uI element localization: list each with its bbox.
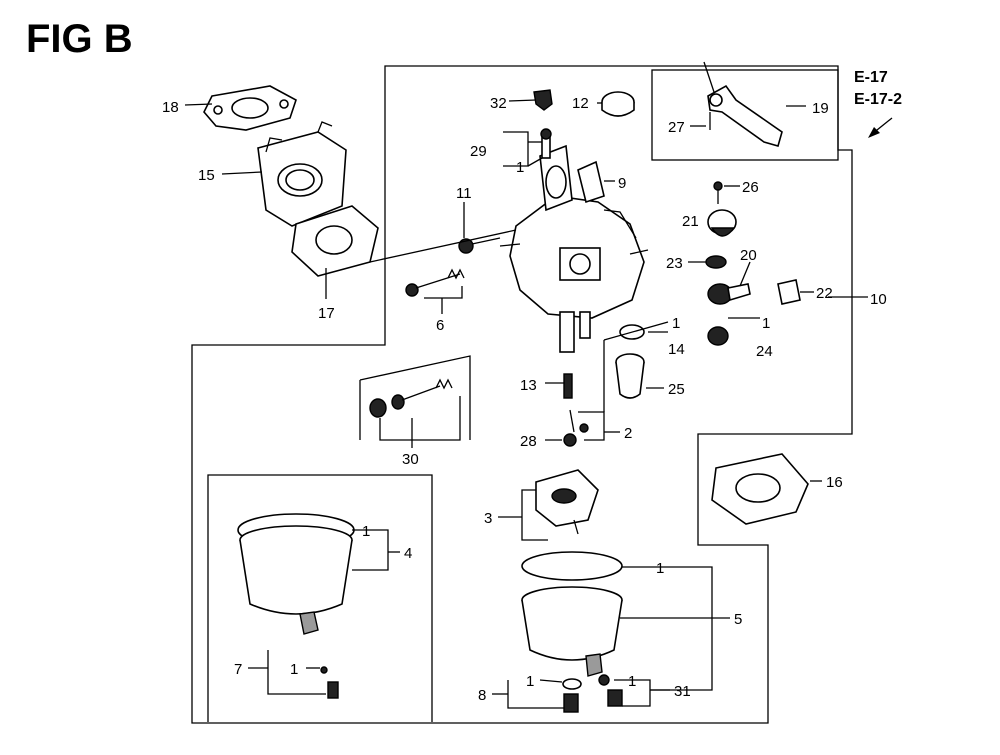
callout-13: 13 — [520, 377, 537, 394]
callout-4: 4 — [404, 545, 412, 562]
screw-kit-box — [359, 355, 471, 440]
float-part-3 — [535, 469, 599, 535]
screw-kit-part-30 — [369, 378, 453, 418]
callout-28: 28 — [520, 433, 537, 450]
callout-1-a: 1 — [516, 159, 524, 176]
valve-part-21 — [707, 209, 737, 237]
screw-part-32 — [533, 89, 553, 111]
jet-part-28 — [563, 409, 589, 447]
screw-part-11 — [458, 237, 501, 254]
screw-part-26 — [713, 181, 723, 204]
washer-part-23 — [705, 255, 727, 269]
leader-lines — [184, 99, 868, 709]
callout-3: 3 — [484, 510, 492, 527]
callout-1-g: 1 — [526, 673, 534, 690]
carburetor-body — [499, 144, 649, 353]
bowl-subassembly-box — [207, 474, 433, 722]
reference-arrow — [868, 117, 893, 138]
callout-19: 19 — [812, 100, 829, 117]
callout-23: 23 — [666, 255, 683, 272]
callout-14: 14 — [668, 341, 685, 358]
callout-10: 10 — [870, 291, 887, 308]
callout-29: 29 — [470, 143, 487, 160]
callout-18: 18 — [162, 99, 179, 116]
callout-20: 20 — [740, 247, 757, 264]
choke-lever-part-19 — [703, 61, 783, 147]
callout-7: 7 — [234, 661, 242, 678]
callout-31: 31 — [674, 683, 691, 700]
callout-15: 15 — [198, 167, 215, 184]
jet-part-13 — [563, 373, 573, 399]
callout-24: 24 — [756, 343, 773, 360]
callout-16: 16 — [826, 474, 843, 491]
callout-17: 17 — [318, 305, 335, 322]
callout-30: 30 — [402, 451, 419, 468]
bolt-part-31 — [598, 674, 623, 707]
plug-part-22 — [777, 279, 801, 305]
callout-2: 2 — [624, 425, 632, 442]
part-9 — [577, 160, 605, 204]
callout-1-f: 1 — [290, 661, 298, 678]
spring-part-24 — [707, 326, 729, 346]
mounting-leader-line — [369, 229, 517, 263]
insulator-part-15 — [257, 121, 347, 227]
callout-1-b: 1 — [672, 315, 680, 332]
callout-1-d: 1 — [362, 523, 370, 540]
callout-8: 8 — [478, 687, 486, 704]
cap-part-12 — [601, 91, 635, 117]
choke-lever-box — [651, 69, 839, 161]
holder-part-20 — [707, 283, 751, 305]
callout-26: 26 — [742, 179, 759, 196]
screw-part-29 — [540, 128, 552, 159]
bolt-part-8 — [562, 678, 582, 713]
callout-27: 27 — [668, 119, 685, 136]
callout-1-h: 1 — [628, 673, 636, 690]
callout-6: 6 — [436, 317, 444, 334]
float-bowl-part-5 — [521, 551, 623, 677]
callout-11: 11 — [456, 185, 472, 202]
gasket-part-16 — [711, 453, 809, 525]
screw-part-6 — [405, 268, 465, 297]
callout-1-e: 1 — [656, 560, 664, 577]
float-valve-part-25 — [615, 353, 645, 399]
callout-12: 12 — [572, 95, 589, 112]
reference-label-e17-2: E-17-2 — [854, 91, 902, 108]
gasket-part-18 — [203, 85, 297, 131]
float-bowl-part-4 — [237, 513, 355, 635]
figure-title: FIG B — [26, 17, 133, 61]
callout-1-c: 1 — [762, 315, 770, 332]
callout-25: 25 — [668, 381, 685, 398]
callout-32: 32 — [490, 95, 507, 112]
callout-5: 5 — [734, 611, 742, 628]
drain-screw-part-7 — [320, 666, 339, 699]
callout-21: 21 — [682, 213, 699, 230]
callout-9: 9 — [618, 175, 626, 192]
callout-22: 22 — [816, 285, 833, 302]
reference-label-e17: E-17 — [854, 69, 888, 86]
